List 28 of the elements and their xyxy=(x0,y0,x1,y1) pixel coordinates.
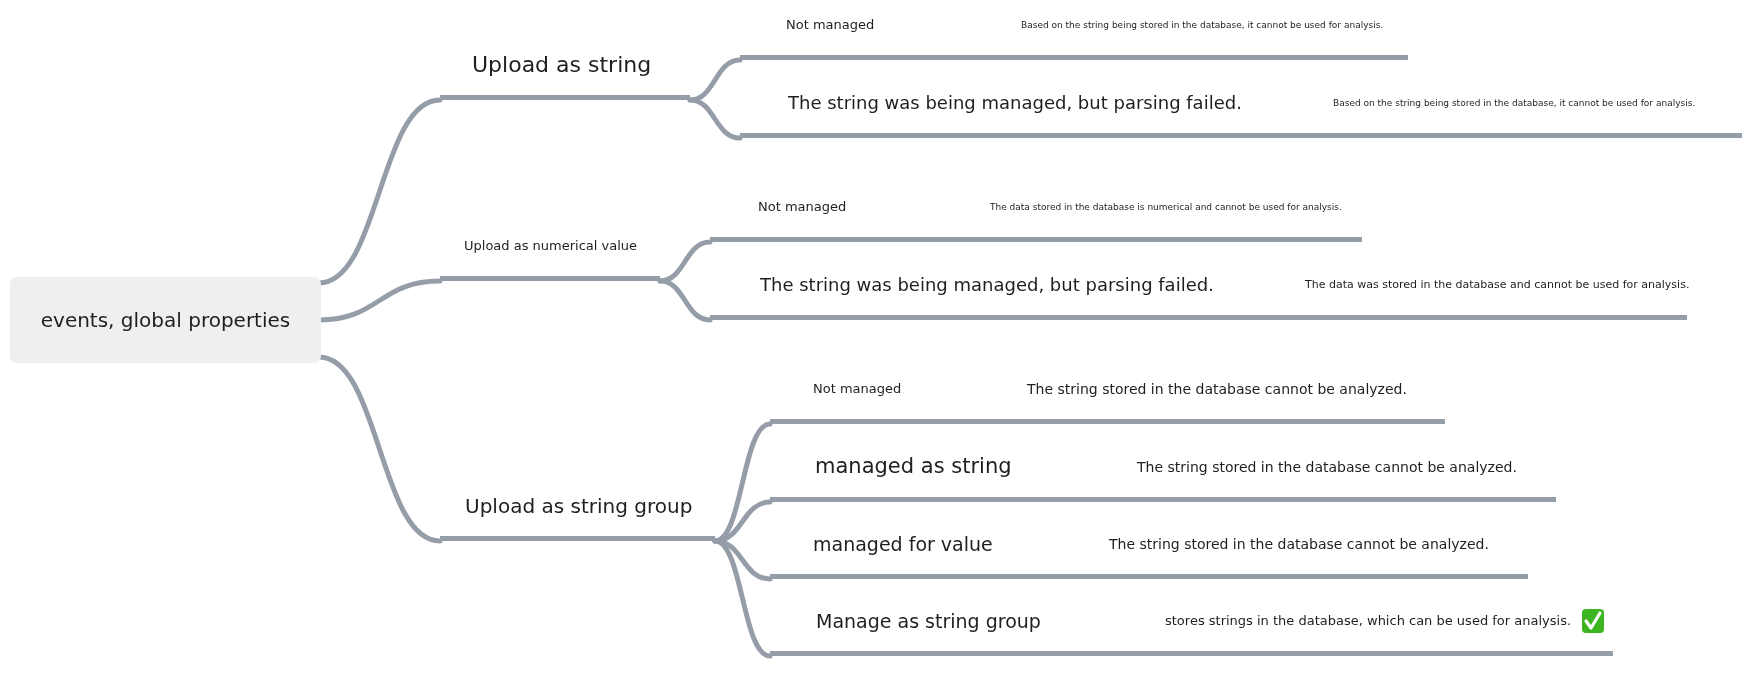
description-text: The string stored in the database cannot be analyzed. xyxy=(1027,380,1407,398)
topic-label: Not managed xyxy=(786,17,875,33)
description-text: The string stored in the database cannot be analyzed. xyxy=(1109,535,1489,553)
topic-label: The string was being managed, but parsing failed. xyxy=(788,92,1242,114)
central-topic-box xyxy=(10,277,321,363)
branch-connector xyxy=(712,538,773,659)
description-text: The data was stored in the database and cannot be used for analysis. xyxy=(1305,278,1690,292)
topic-label: Upload as string group xyxy=(465,494,693,518)
description-text: Based on the string being stored in the database, it cannot be used for analysis. xyxy=(1021,19,1384,31)
topic-label: Not managed xyxy=(758,199,847,215)
branch-connector xyxy=(712,499,773,544)
topic-node xyxy=(770,606,1613,656)
description-text: stores strings in the database, which can be used for analysis. xyxy=(1165,613,1572,629)
branch-connector xyxy=(687,57,743,103)
topic-label: Upload as numerical value xyxy=(464,238,638,254)
topic-label: Manage as string group xyxy=(816,609,1041,633)
topic-label: Not managed xyxy=(813,381,902,397)
topic-label: The string was being managed, but parsing failed. xyxy=(760,274,1214,296)
branch-connector xyxy=(657,239,713,284)
topic-label: managed as string xyxy=(815,454,1012,480)
topic-label: managed for value xyxy=(813,532,993,556)
branch-connector xyxy=(687,97,743,141)
branch-connector xyxy=(657,278,713,323)
description-text: Based on the string being stored in the database, it cannot be used for analysis. xyxy=(1333,97,1696,109)
topic-label: events, global properties xyxy=(40,308,291,332)
description-text: The data stored in the database is numerical and cannot be used for analysis. xyxy=(990,201,1342,213)
description-text: The string stored in the database cannot be analyzed. xyxy=(1137,458,1517,476)
topic-label: Upload as string xyxy=(472,51,652,79)
